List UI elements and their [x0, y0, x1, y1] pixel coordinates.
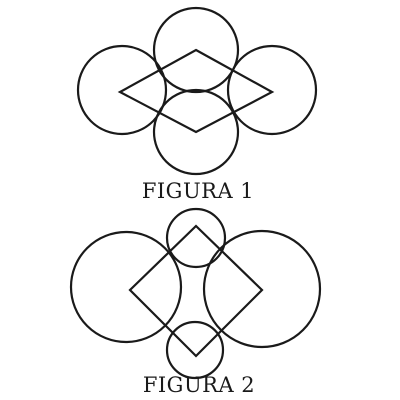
- figure-1-left-circle: [76, 44, 168, 136]
- figure-1-right-circle: [226, 44, 318, 136]
- figure-2-square: [128, 224, 264, 358]
- figure-1-rhombus: [117, 48, 275, 134]
- figure-2-bottom-circle: [165, 320, 225, 380]
- figure-1-bottom-circle: [152, 88, 240, 176]
- figure-1: FIGURA 1: [76, 6, 318, 203]
- figure-2-caption: FIGURA 2: [143, 373, 255, 397]
- figure-1-caption: FIGURA 1: [142, 179, 254, 203]
- figure-2-left-circle: [69, 230, 183, 344]
- figure-2-right-circle: [202, 229, 322, 349]
- figure-1-top-circle: [152, 6, 240, 94]
- figure-2-top-circle: [165, 207, 227, 269]
- figure-2: FIGURA 2: [69, 207, 322, 397]
